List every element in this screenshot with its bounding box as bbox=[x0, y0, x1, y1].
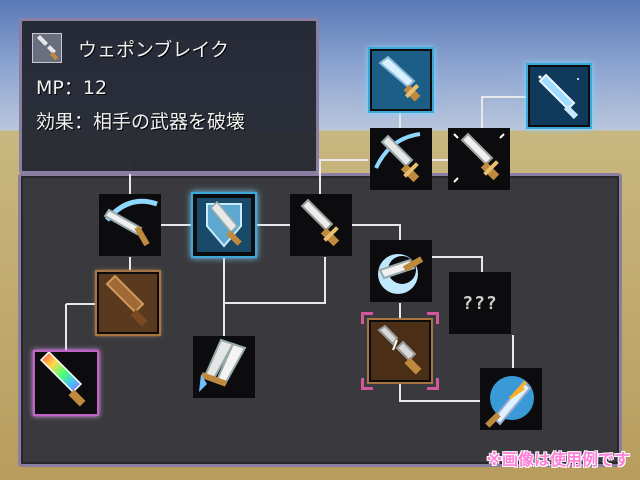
broken-sword-icon bbox=[32, 33, 62, 63]
shining-sword-icon bbox=[453, 132, 505, 183]
wind-sword-icon bbox=[374, 132, 421, 183]
unknown-skill-label: ??? bbox=[462, 292, 498, 314]
skill-node-basic-sword[interactable] bbox=[290, 194, 352, 256]
crystal-sword-icon bbox=[530, 67, 588, 125]
skill-node-unknown[interactable]: ??? bbox=[449, 272, 511, 334]
rainbow-sword-icon bbox=[39, 352, 86, 407]
skill-node-shining-sword[interactable] bbox=[448, 128, 510, 190]
skill-node-wooden-sword[interactable] bbox=[97, 272, 159, 334]
skill-node-weapon-break[interactable] bbox=[369, 320, 431, 382]
skill-node-shield-sword[interactable] bbox=[193, 194, 255, 256]
skill-node-slash-sword[interactable] bbox=[99, 194, 161, 256]
broken-sword-icon bbox=[371, 322, 429, 380]
crystal-sword-icon bbox=[372, 51, 430, 109]
skill-mp: MP：12 bbox=[36, 77, 108, 99]
sword-icon bbox=[300, 198, 340, 247]
selection-corner-bl bbox=[361, 378, 373, 390]
sample-image-note: ※画像は使用例です bbox=[486, 450, 630, 469]
selection-corner-tl bbox=[361, 312, 373, 324]
twin-sword-icon bbox=[199, 338, 247, 392]
shield-sword-icon bbox=[197, 198, 251, 252]
skill-name: ウェポンブレイク bbox=[78, 39, 230, 61]
skill-node-wind-sword[interactable] bbox=[370, 128, 432, 190]
selection-corner-tr bbox=[427, 312, 439, 324]
skill-effect: 効果：相手の武器を破壊 bbox=[36, 111, 246, 133]
whirl-sword-icon bbox=[378, 254, 424, 294]
skill-node-fire-sword[interactable] bbox=[480, 368, 542, 430]
wooden-sword-icon bbox=[99, 274, 157, 332]
fire-sword-icon bbox=[485, 376, 534, 428]
skill-node-whirl-sword[interactable] bbox=[370, 240, 432, 302]
skill-node-rainbow-sword[interactable] bbox=[35, 352, 97, 414]
skill-node-twin-sword[interactable] bbox=[193, 336, 255, 398]
selection-corner-br bbox=[427, 378, 439, 390]
skill-node-crystal-sword[interactable] bbox=[370, 49, 432, 111]
skill-node-crystal-sword-far[interactable] bbox=[528, 65, 590, 127]
slash-sword-icon bbox=[103, 198, 158, 247]
skill-info-window: ウェポンブレイク MP：12 効果：相手の武器を破壊 bbox=[19, 18, 319, 174]
